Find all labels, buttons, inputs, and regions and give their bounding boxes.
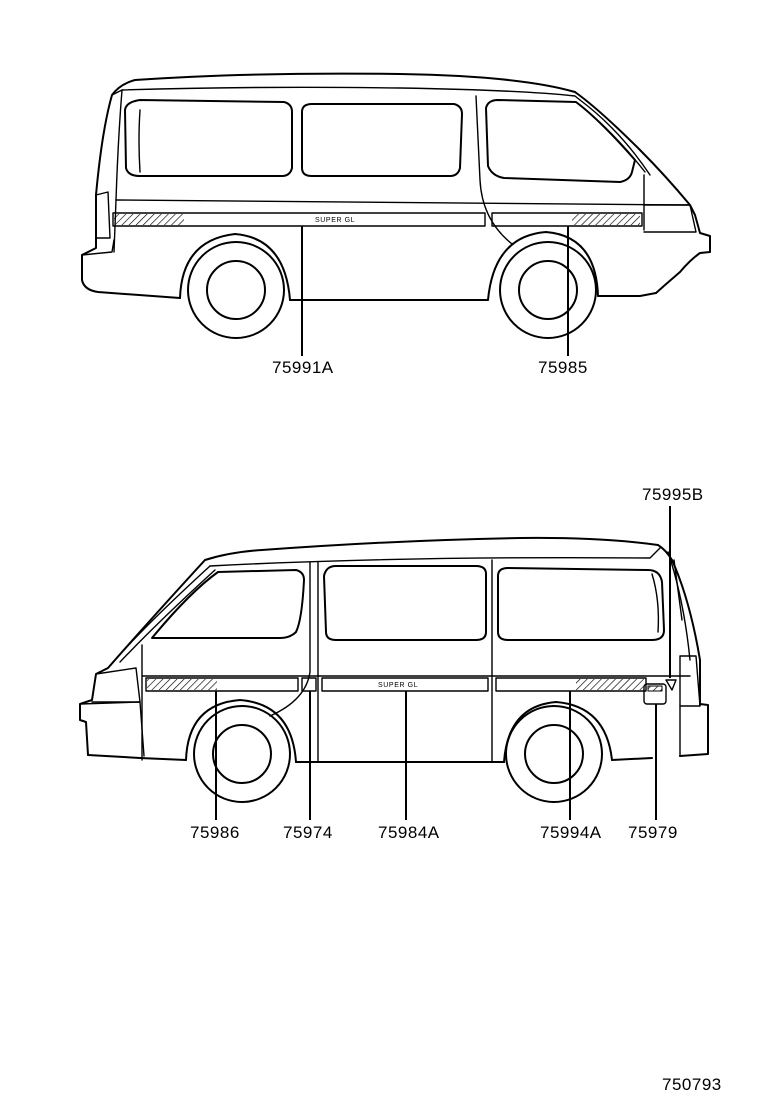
- part-number-label: 75984A: [378, 823, 440, 842]
- center-stripe-decal: SUPER GL: [112, 212, 486, 227]
- diagram-id: 750793: [662, 1075, 722, 1094]
- stripe-text: SUPER GL: [315, 217, 355, 224]
- roof-emblem-decal: [665, 679, 677, 691]
- front-door-stripe-decal: [145, 677, 299, 692]
- van-right-side-view: SUPER GL 75995B 75986 75974 75984A 75994…: [79, 485, 709, 842]
- part-number-label: 75974: [283, 823, 333, 842]
- rear-stripe-decal: [495, 677, 647, 692]
- center-stripe-decal: SUPER GL: [321, 677, 489, 692]
- stripe-text: SUPER GL: [378, 682, 418, 689]
- part-number-label: 75995B: [642, 485, 704, 504]
- part-number-label: 75986: [190, 823, 240, 842]
- van-left-side-view: SUPER GL 75991A 75985: [81, 72, 711, 377]
- part-number-label: 75979: [628, 823, 678, 842]
- part-number-label: 75994A: [540, 823, 602, 842]
- part-number-label: 75985: [538, 358, 588, 377]
- front-door-stripe-decal: [491, 212, 643, 227]
- part-number-label: 75991A: [272, 358, 334, 377]
